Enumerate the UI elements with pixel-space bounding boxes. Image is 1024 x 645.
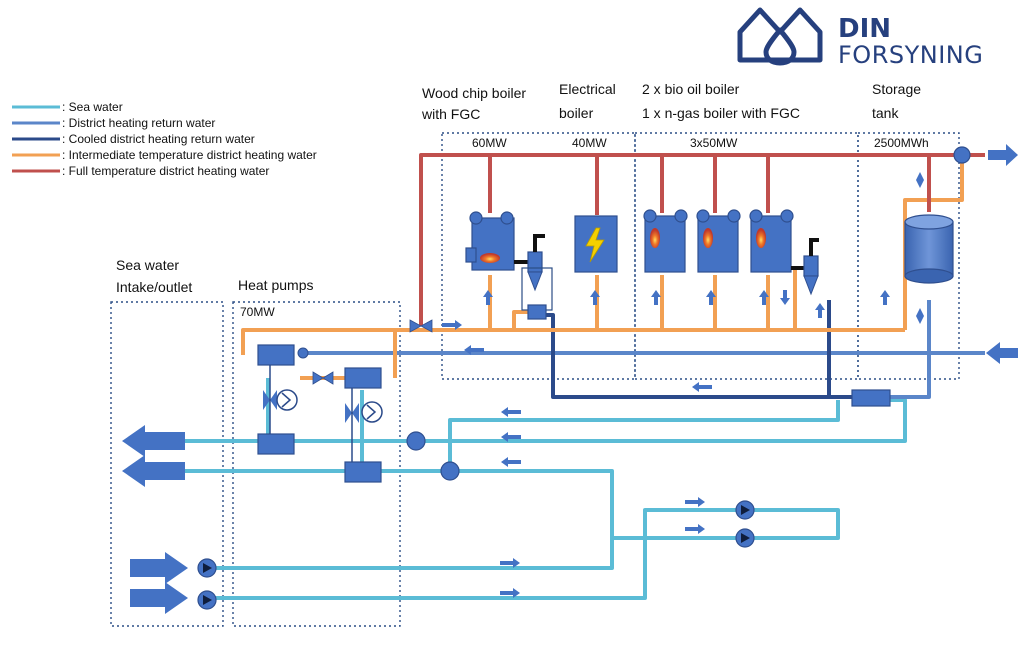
pump-icon [735, 500, 755, 520]
cooled-return-pipes [545, 300, 858, 399]
wood-chip-capacity: 60MW [472, 136, 507, 150]
wood-chip-pump [500, 211, 514, 225]
storage-box [857, 132, 960, 380]
fgc-condenser [803, 255, 819, 277]
condenser [344, 367, 382, 389]
three-way-valve-icon [312, 371, 334, 385]
boiler-pump [674, 209, 688, 223]
return-pipes [303, 300, 985, 399]
sea-outlet-arrow [122, 425, 185, 457]
storage-title-2: tank [872, 105, 899, 121]
legend-item-intermediate: : Intermediate temperature district heat… [12, 148, 317, 162]
legend-item-full: : Full temperature district heating wate… [12, 164, 269, 178]
chimney [533, 234, 545, 252]
full-temperature-pipes [419, 153, 985, 326]
wood-chip-feeder [465, 247, 477, 263]
storage-capacity: 2500MWh [874, 136, 929, 150]
sea-pump [440, 461, 460, 481]
supply-out-arrow [988, 144, 1018, 166]
legend-label-return: : District heating return water [62, 116, 215, 130]
flame-icon [650, 228, 660, 248]
heat-pump-unit-1 [257, 344, 298, 455]
pump-icon [735, 528, 755, 548]
junction [297, 347, 309, 359]
legend-label-intermediate: : Intermediate temperature district heat… [62, 148, 317, 162]
sea-water-title-1: Sea water [116, 257, 179, 273]
bio-oil-title-2: 1 x n-gas boiler with FGC [642, 105, 800, 121]
legend-item-cooled: : Cooled district heating return water [12, 132, 255, 146]
compressor-icon [276, 389, 298, 411]
wood-chip-title-2: with FGC [421, 106, 480, 122]
electrical-boiler [574, 215, 618, 273]
sea-pump [406, 431, 426, 451]
compressor-icon [361, 401, 383, 423]
storage-tank-body [904, 221, 954, 277]
storage-tank-top [904, 214, 954, 230]
fgc-cone [527, 271, 543, 292]
logo-line-2: FORSYNING [838, 41, 983, 69]
storage-title-1: Storage [872, 81, 921, 97]
heat-exchanger [527, 304, 547, 320]
din-forsyning-logo: DIN FORSYNING [737, 7, 983, 69]
flame-icon [756, 228, 766, 248]
pump-icon [197, 558, 217, 578]
bio-oil-boiler-1 [643, 209, 688, 273]
evaporator [257, 433, 295, 455]
legend-label-cooled: : Cooled district heating return water [62, 132, 255, 146]
bio-oil-capacity: 3x50MW [690, 136, 738, 150]
bio-oil-boiler-2 [696, 209, 741, 273]
supply-pump [953, 146, 971, 164]
flow-arrows-large [122, 144, 1018, 614]
electrical-title-1: Electrical [559, 81, 616, 97]
three-way-valve-icon [409, 319, 433, 333]
wood-chip-title-1: Wood chip boiler [422, 85, 526, 101]
heat-pumps-box [232, 301, 401, 627]
wood-chip-boiler [465, 211, 553, 320]
bio-oil-title-1: 2 x bio oil boiler [642, 81, 740, 97]
fgc-cone [803, 275, 819, 296]
legend-label-full: : Full temperature district heating wate… [62, 164, 269, 178]
lightning-icon [585, 227, 605, 263]
heat-pumps-capacity: 70MW [240, 305, 275, 319]
sea-water-box [110, 301, 224, 627]
evaporator [344, 461, 382, 483]
boiler-pump [643, 209, 657, 223]
boiler-pump [727, 209, 741, 223]
sea-water-pipes [165, 378, 907, 600]
heat-pumps-title: Heat pumps [238, 277, 313, 293]
sea-intake-arrow [130, 582, 188, 614]
legend-label-sea: : Sea water [62, 100, 123, 114]
boiler-pump [696, 209, 710, 223]
return-in-arrow [986, 342, 1018, 364]
sea-water-title-2: Intake/outlet [116, 279, 192, 295]
chimney [809, 238, 819, 256]
boiler-pump [749, 209, 763, 223]
fgc-condenser [527, 251, 543, 273]
sea-outlet-arrow [122, 455, 185, 487]
legend-item-return: : District heating return water [12, 116, 215, 130]
electrical-title-2: boiler [559, 105, 594, 121]
legend-item-sea: : Sea water [12, 100, 123, 114]
condenser [257, 344, 295, 366]
storage-tank-bottom [904, 268, 954, 284]
sea-intake-arrow [130, 552, 188, 584]
sea-heat-exchanger [851, 389, 891, 407]
flame-icon [480, 253, 500, 263]
legend: : Sea water : District heating return wa… [12, 100, 317, 178]
flame-icon [703, 228, 713, 248]
flow-arrows-small [442, 172, 924, 598]
house-drop-logo-icon [737, 7, 823, 66]
logo-line-1: DIN [838, 14, 891, 44]
pump-icon [197, 590, 217, 610]
boiler-pump [780, 209, 794, 223]
gas-boiler-fgc [749, 209, 819, 296]
electrical-capacity: 40MW [572, 136, 607, 150]
heat-pump-unit-2 [344, 367, 383, 483]
wood-chip-pump [469, 211, 483, 225]
storage-tank [904, 214, 954, 284]
